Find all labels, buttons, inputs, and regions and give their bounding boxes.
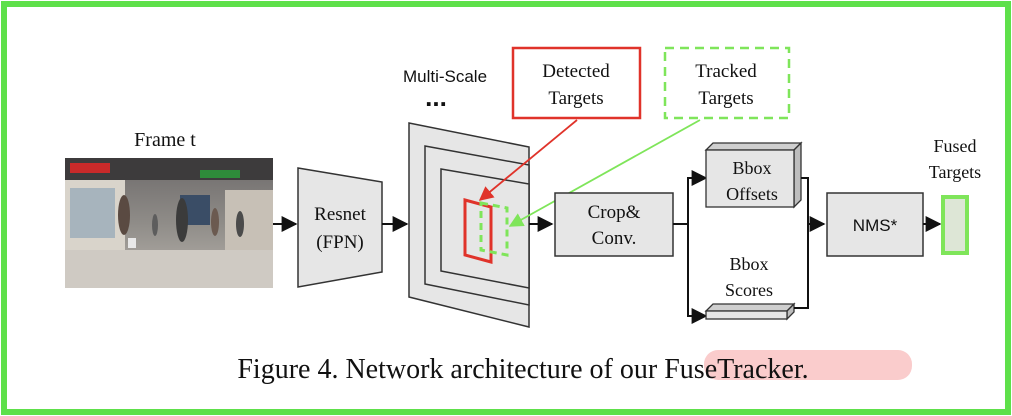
branch-to-scores: [687, 224, 708, 324]
multiscale-ellipsis: ...: [425, 82, 447, 112]
fused-label-2: Targets: [929, 162, 981, 182]
fused-label-1: Fused: [933, 136, 976, 156]
merge-from-scores: [794, 224, 809, 309]
tracked-targets-box: [663, 46, 791, 120]
multiscale-label: Multi-Scale: [403, 67, 487, 86]
bbox-scores-block: [704, 302, 796, 321]
merge-from-offsets: [801, 177, 826, 232]
caption-highlight: [704, 350, 912, 380]
scores-label-1: Bbox: [729, 254, 768, 274]
arrow-tracked: [508, 119, 701, 227]
offsets-label-1: Bbox: [732, 158, 771, 178]
caption: Figure 4. Network architecture of our Fu…: [237, 354, 808, 385]
frame-label: Frame t: [134, 129, 196, 151]
crop-label-2: Conv.: [592, 228, 637, 249]
nms-block: [826, 192, 924, 257]
resnet-block: [297, 167, 383, 288]
caption-highlight-text: FuseTracker.: [664, 354, 808, 385]
tracked-region: [479, 201, 509, 257]
crop-conv-block: [554, 192, 674, 257]
nms-label: NMS*: [853, 216, 898, 235]
resnet-label-1: Resnet: [314, 204, 366, 225]
scores-label-2: Scores: [725, 280, 773, 300]
resnet-label-2: (FPN): [316, 232, 364, 253]
detected-targets-box: [511, 46, 642, 120]
tracked-label-1: Tracked: [695, 61, 757, 82]
street-scene-photo: [65, 158, 273, 288]
crop-label-1: Crop&: [588, 202, 641, 223]
detected-label-1: Detected: [542, 61, 610, 82]
detected-label-2: Targets: [548, 88, 603, 109]
fused-targets-box: [941, 195, 969, 255]
tracked-label-2: Targets: [698, 88, 753, 109]
offsets-label-2: Offsets: [726, 184, 778, 204]
branch-to-offsets: [673, 170, 708, 225]
arrow-detected: [478, 119, 578, 201]
multiscale-feature-maps: [408, 122, 530, 328]
caption-prefix: Figure 4. Network architecture of our: [237, 354, 664, 385]
bbox-offsets-block: [704, 141, 803, 209]
